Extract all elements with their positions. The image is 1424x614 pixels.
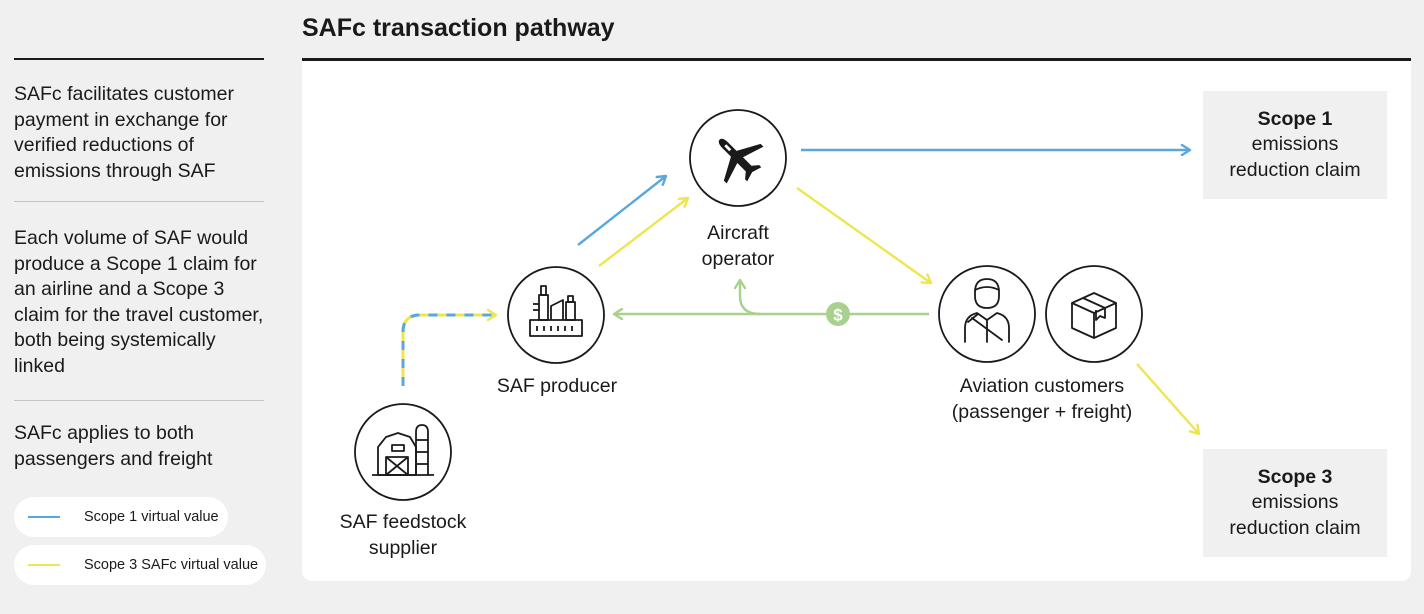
note-divider <box>14 201 264 202</box>
scope3-heading: Scope 3 <box>1257 465 1333 488</box>
legend-label: Scope 1 virtual value <box>84 509 219 525</box>
aircraft-operator-label: Aircraft operator <box>701 222 775 270</box>
note-scope-claims: Each volume of SAF would produce a Scope… <box>14 227 264 377</box>
legend-blue-line <box>28 516 60 518</box>
legend-item-scope3: Scope 3 SAFc virtual value <box>14 545 266 585</box>
scope1-claim-box: Scope 1 emissions reduction claim <box>1203 91 1387 199</box>
factory-icon <box>529 285 583 337</box>
title-rule <box>302 58 1411 61</box>
aviation-customers-label: Aviation customers (passenger + freight) <box>951 375 1133 423</box>
producer-to-aircraft-blue-arrow <box>577 176 666 246</box>
note-safc-facilitates: SAFc facilitates customer payment in exc… <box>14 83 234 182</box>
dollar-symbol: $ <box>833 306 843 325</box>
producer-to-aircraft-yellow-arrow <box>598 198 688 267</box>
aviation-customers-node <box>938 265 1143 363</box>
saf-producer-node <box>507 266 605 364</box>
legend-label: Scope 3 SAFc virtual value <box>84 557 259 573</box>
saf-feedstock-supplier-label: SAF feedstock supplier <box>339 511 467 559</box>
dollar-icon: $ <box>826 302 850 326</box>
customers-to-scope3-arrow <box>1136 363 1199 434</box>
payment-flow-arrow <box>614 280 929 314</box>
left-top-rule <box>14 58 264 60</box>
aircraft-to-customers-arrow <box>796 187 931 283</box>
legend-yellow-line <box>28 564 60 566</box>
farm-barn-icon <box>372 424 434 476</box>
saf-producer-label: SAF producer <box>496 375 618 397</box>
diagram-title: SAFc transaction pathway <box>302 14 615 42</box>
legend-item-scope1: Scope 1 virtual value <box>14 497 228 537</box>
scope3-claim-box: Scope 3 emissions reduction claim <box>1203 449 1387 557</box>
feedstock-to-producer-arrow <box>401 315 496 386</box>
scope1-heading: Scope 1 <box>1257 107 1333 130</box>
airplane-icon <box>718 138 764 184</box>
saf-feedstock-supplier-node <box>354 403 452 501</box>
aircraft-operator-node <box>689 109 787 207</box>
note-passengers-freight: SAFc applies to both passengers and frei… <box>14 422 213 470</box>
passenger-icon <box>964 278 1010 343</box>
note-divider <box>14 400 264 401</box>
package-icon <box>1071 292 1117 339</box>
